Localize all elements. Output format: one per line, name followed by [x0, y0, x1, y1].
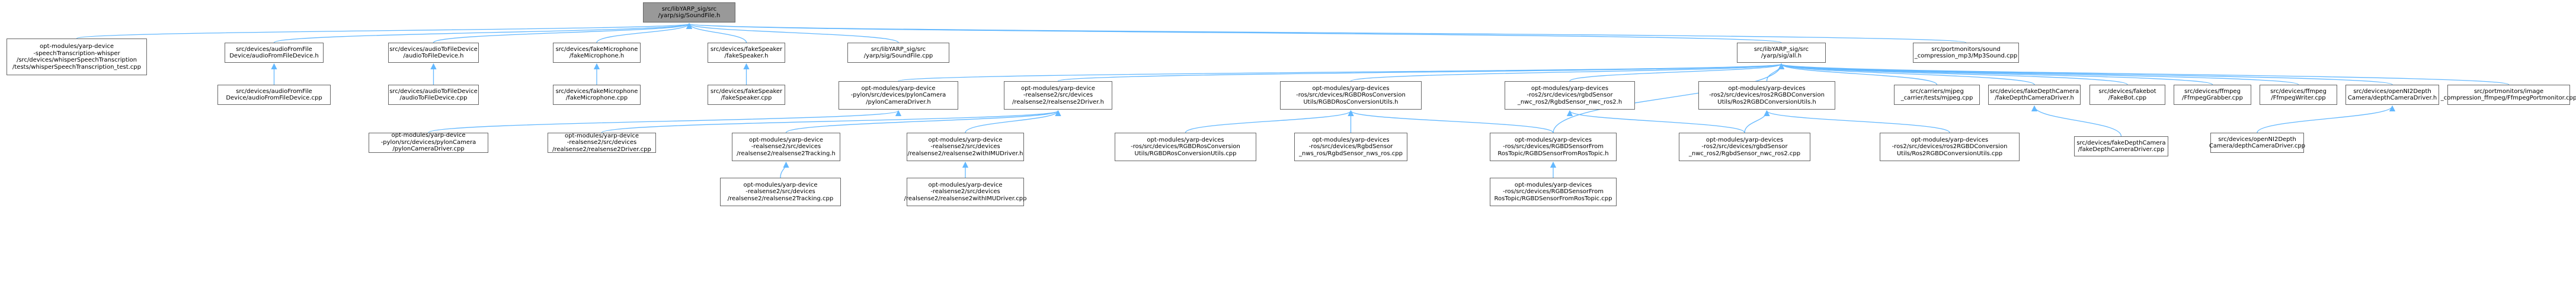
edge-fakeDepth_cpp-to-fakeDepth_h: [2031, 105, 2122, 137]
edge-mp3_cpp-to-root: [687, 23, 1967, 43]
node-fakedepth-cpp[interactable]: src/devices/fakeDepthCamera /fakeDepthCa…: [2074, 136, 2168, 156]
edge-openni_h-to-all_h: [1778, 63, 2393, 85]
node-rgbdnwsros-cpp[interactable]: opt-modules/yarp-devices -ros/src/device…: [1294, 133, 1407, 161]
node-fakemicrophone-cpp[interactable]: src/devices/fakeMicrophone /fakeMicropho…: [553, 85, 641, 105]
node-ffmon-cpp[interactable]: src/portmonitors/image _compression_ffmp…: [2441, 85, 2576, 105]
node-fakedepthcamera-h[interactable]: src/devices/fakeDepthCamera /fakeDepthCa…: [1988, 85, 2081, 105]
node-whisper-test-cpp[interactable]: opt-modules/yarp-device -speechTranscrip…: [7, 39, 147, 75]
edge-ffwrite_h-to-all_h: [1778, 63, 2299, 85]
node-rs2imu-cpp[interactable]: opt-modules/yarp-device -realsense2/src/…: [904, 178, 1026, 206]
edge-pylon_h-to-all_h: [898, 63, 1784, 82]
node-rgbdrosconversion-h[interactable]: opt-modules/yarp-devices -ros/src/device…: [1280, 81, 1422, 110]
node-rs2imu-h[interactable]: opt-modules/yarp-device -realsense2/src/…: [907, 133, 1024, 161]
node-rs2track-h[interactable]: opt-modules/yarp-device -realsense2/src/…: [732, 133, 840, 161]
node-rs2track-cpp[interactable]: opt-modules/yarp-device -realsense2/src/…: [720, 178, 841, 206]
node-openni-h[interactable]: src/devices/openNI2Depth Camera/depthCam…: [2345, 85, 2439, 105]
node-audiotofile-h[interactable]: src/devices/audioToFileDevice /audioToFi…: [388, 43, 479, 63]
node-rs2driver-cpp[interactable]: opt-modules/yarp-device -realsense2/src/…: [548, 133, 656, 153]
node-ros2rgbdconversion-h[interactable]: opt-modules/yarp-devices -ros2/src/devic…: [1698, 81, 1835, 110]
node-root-soundfile-h: src/libYARP_sig/src /yarp/sig/SoundFile.…: [643, 2, 735, 23]
node-mp3sound-cpp[interactable]: src/portmonitors/sound _compression_mp3/…: [1913, 43, 2019, 63]
edge-ffgrab_h-to-all_h: [1778, 63, 2213, 85]
edge-openni_cpp-to-openni_h: [2257, 105, 2396, 133]
edge-ros2rgbd_cpp-to-ros2rgbd_h: [1566, 110, 1745, 133]
edge-whisper_cpp-to-root: [76, 23, 692, 39]
edge-mjpeg_cpp-to-all_h: [1778, 63, 1938, 85]
node-fakespeaker-h[interactable]: src/devices/fakeSpeaker /fakeSpeaker.h: [708, 43, 785, 63]
edge-rgbdfromros_h-to-all_h: [1553, 63, 1785, 133]
edge-ros2conv_cpp-to-ros2conv_h: [1764, 110, 1950, 133]
node-rgbdros-cpp[interactable]: opt-modules/yarp-devices -ros/src/device…: [1115, 133, 1256, 161]
node-openni-cpp[interactable]: src/devices/openNI2Depth Camera/depthCam…: [2209, 133, 2305, 153]
node-rgbdfromros-cpp[interactable]: opt-modules/yarp-devices -ros/src/device…: [1490, 178, 1617, 206]
edge-fakeMic_h-to-root: [596, 23, 693, 43]
node-fakebot-h[interactable]: src/devices/fakebot /FakeBot.cpp: [2089, 85, 2165, 105]
node-fakespeaker-cpp[interactable]: src/devices/fakeSpeaker /fakeSpeaker.cpp: [708, 85, 785, 105]
node-ffwrite-h[interactable]: src/devices/ffmpeg /FfmpegWriter.cpp: [2260, 85, 2337, 105]
edge-rgbdfromros_h-to-rgbdros_h: [1348, 110, 1554, 133]
node-audiotofile-cpp[interactable]: src/devices/audioToFileDevice /audioToFi…: [388, 85, 479, 105]
edge-audioFromFile_h-to-root: [273, 23, 692, 43]
node-ros2rgbd-cpp[interactable]: opt-modules/yarp-devices -ros2/src/devic…: [1679, 133, 1810, 161]
node-all-h[interactable]: src/libYARP_sig/src /yarp/sig/all.h: [1737, 43, 1826, 63]
edge-rs2track_h-to-rs2driver_h: [785, 110, 1061, 133]
node-audiofromfile-h[interactable]: src/devices/audioFromFile Device/audioFr…: [225, 43, 324, 63]
node-rgbdfromros-h[interactable]: opt-modules/yarp-devices -ros/src/device…: [1490, 133, 1617, 161]
edge-rgbdros_h-to-all_h: [1350, 63, 1784, 82]
edge-audioToFile_h-to-root: [433, 23, 692, 43]
node-soundfile-cpp[interactable]: src/libYARP_sig/src /yarp/sig/SoundFile.…: [847, 43, 949, 63]
edge-fakebot_h-to-all_h: [1778, 63, 2128, 85]
edge-pylon_cpp-to-pylon_h: [428, 110, 901, 133]
edge-rs2track_cpp-to-rs2track_h: [780, 161, 789, 178]
edge-rgbdros_cpp-to-rgbdros_h: [1185, 110, 1354, 133]
node-ffgrab-h[interactable]: src/devices/ffmpeg /FfmpegGrabber.cpp: [2174, 85, 2251, 105]
node-audiofromfile-cpp[interactable]: src/devices/audioFromFile Device/audioFr…: [217, 85, 331, 105]
node-fakemicrophone-h[interactable]: src/devices/fakeMicrophone /fakeMicropho…: [553, 43, 641, 63]
node-ros2conv-cpp[interactable]: opt-modules/yarp-devices -ros2/src/devic…: [1880, 133, 2020, 161]
node-rgbdsensor-nwc-ros2-h[interactable]: opt-modules/yarp-devices -ros2/src/devic…: [1505, 81, 1635, 110]
edge-rs2imu_h-to-rs2driver_h: [965, 110, 1061, 133]
edge-soundFile_cpp-to-root: [686, 23, 899, 43]
node-mjpeg-cpp[interactable]: src/carriers/mjpeg _carrier/tests/mjpeg.…: [1894, 85, 1980, 105]
edge-ros2rgbd_cpp-to-ros2conv_h: [1744, 110, 1770, 133]
edge-all_h-to-root: [686, 23, 1782, 43]
edge-ros2rgbd_h-to-all_h: [1569, 63, 1784, 82]
node-pylon-h[interactable]: opt-modules/yarp-device -pylon/src/devic…: [839, 81, 958, 110]
node-pylon-cpp[interactable]: opt-modules/yarp-device -pylon/src/devic…: [369, 132, 488, 153]
edge-ffmon_cpp-to-all_h: [1778, 63, 2510, 85]
node-realsense2driver-h[interactable]: opt-modules/yarp-device -realsense2/src/…: [1004, 81, 1112, 110]
edge-fakeDepth_h-to-all_h: [1778, 63, 2035, 85]
edge-rs2driver_cpp-to-rs2driver_h: [601, 110, 1061, 133]
edge-rs2driver_h-to-all_h: [1057, 63, 1784, 82]
